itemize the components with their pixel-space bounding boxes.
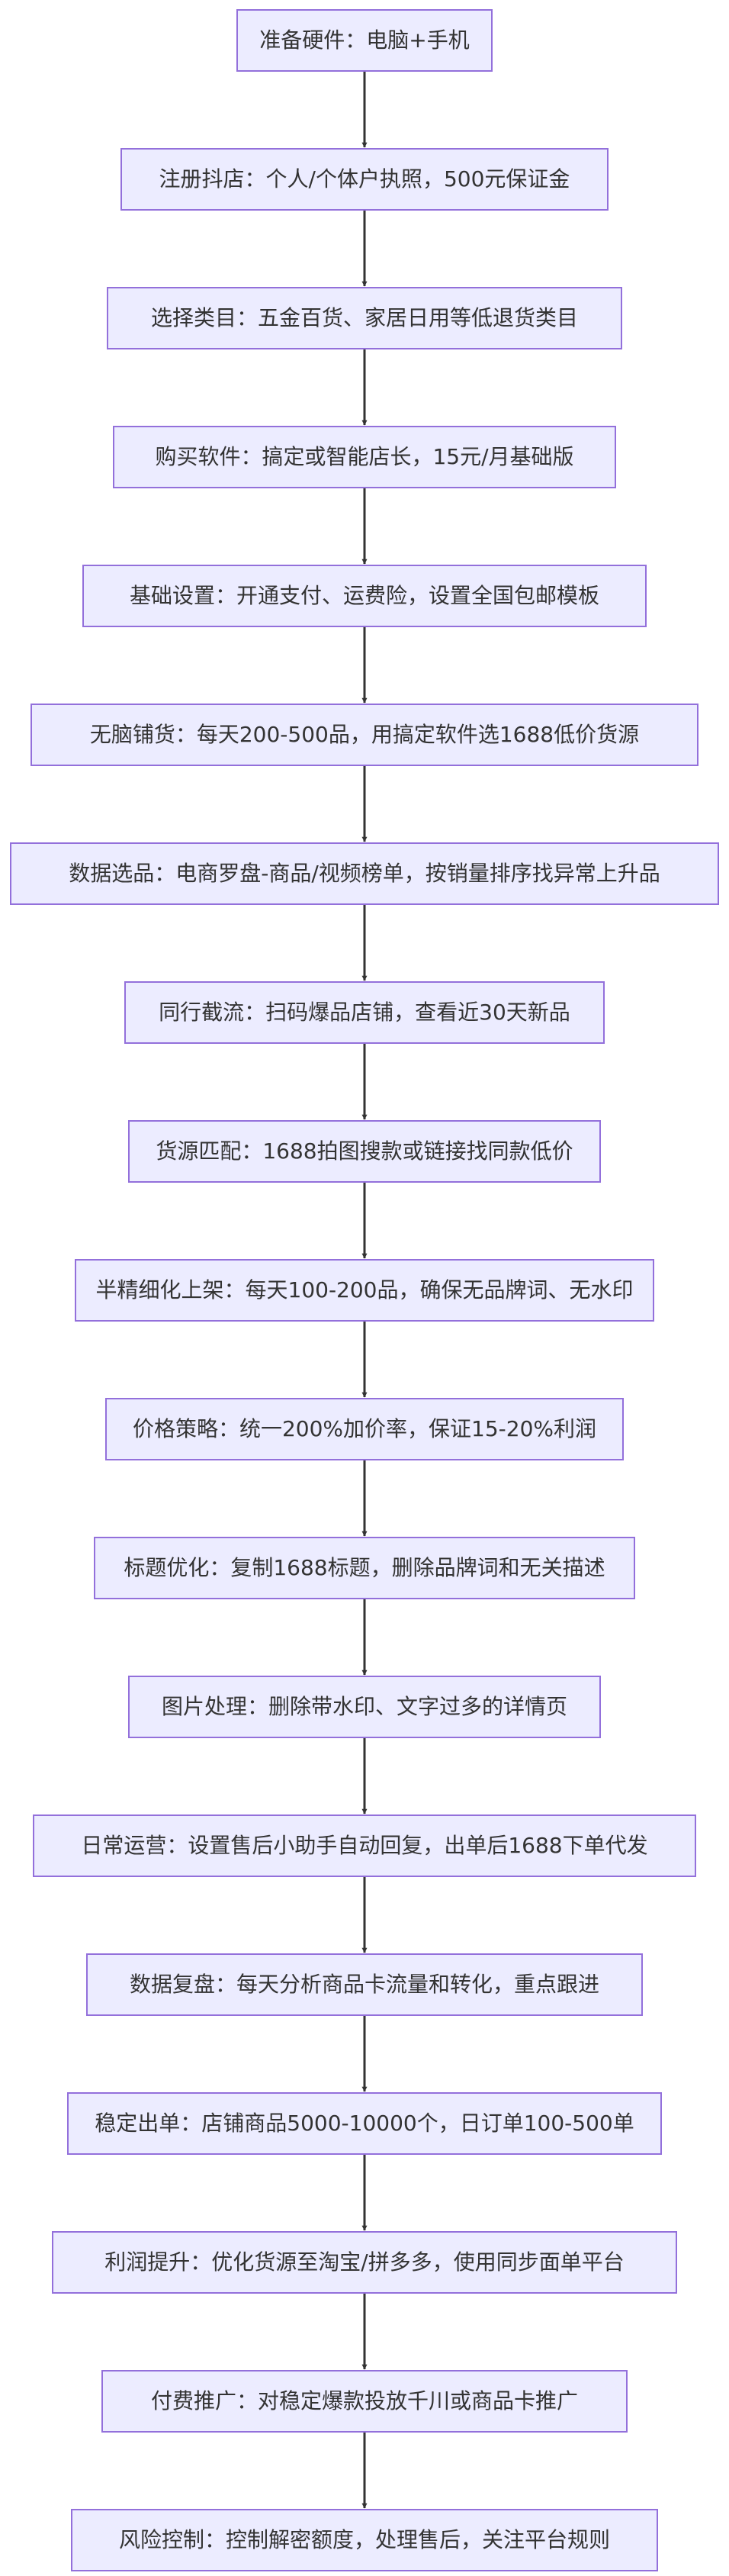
flow-step-8: 同行截流：扫码爆品店铺，查看近30天新品 <box>124 981 605 1044</box>
flow-step-10: 半精细化上架：每天100-200品，确保无品牌词、无水印 <box>75 1259 654 1322</box>
flow-step-17: 利润提升：优化货源至淘宝/拼多多，使用同步面单平台 <box>52 2231 677 2294</box>
flow-step-11: 价格策略：统一200%加价率，保证15-20%利润 <box>105 1398 624 1460</box>
flow-step-6: 无脑铺货：每天200-500品，用搞定软件选1688低价货源 <box>31 704 698 766</box>
flow-step-14: 日常运营：设置售后小助手自动回复，出单后1688下单代发 <box>33 1814 696 1877</box>
flow-step-5: 基础设置：开通支付、运费险，设置全国包邮模板 <box>82 565 647 627</box>
flow-step-4: 购买软件：搞定或智能店长，15元/月基础版 <box>113 426 616 488</box>
flow-step-16: 稳定出单：店铺商品5000-10000个，日订单100-500单 <box>67 2092 662 2155</box>
flow-step-3: 选择类目：五金百货、家居日用等低退货类目 <box>107 287 622 349</box>
flow-step-12: 标题优化：复制1688标题，删除品牌词和无关描述 <box>94 1537 635 1599</box>
flow-step-13: 图片处理：删除带水印、文字过多的详情页 <box>128 1676 601 1738</box>
flow-step-18: 付费推广：对稳定爆款投放千川或商品卡推广 <box>101 2370 628 2433</box>
flow-step-9: 货源匹配：1688拍图搜款或链接找同款低价 <box>128 1120 601 1183</box>
flow-step-19: 风险控制：控制解密额度，处理售后，关注平台规则 <box>71 2509 658 2571</box>
flow-step-7: 数据选品：电商罗盘-商品/视频榜单，按销量排序找异常上升品 <box>10 842 719 905</box>
flow-step-1: 准备硬件：电脑+手机 <box>236 9 493 72</box>
flow-step-2: 注册抖店：个人/个体户执照，500元保证金 <box>120 148 609 211</box>
flow-step-15: 数据复盘：每天分析商品卡流量和转化，重点跟进 <box>86 1953 643 2016</box>
